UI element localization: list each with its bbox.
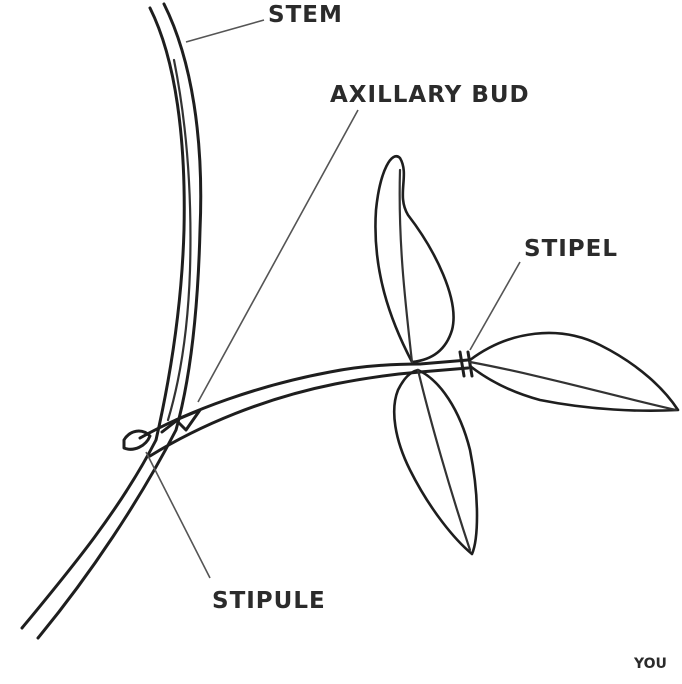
axillary-bud-leader-line: [198, 110, 358, 402]
leaflet-upper: [375, 156, 453, 362]
leaflet-lower: [394, 370, 477, 554]
corner-label: YOU: [633, 656, 667, 672]
stipule-label: STIPULE: [212, 588, 326, 614]
stem-label: STEM: [268, 2, 343, 28]
stem: [22, 4, 201, 638]
stem-leader-line: [186, 20, 264, 42]
stipule-leader-line: [146, 452, 210, 578]
axillary-bud-label: AXILLARY BUD: [330, 82, 530, 108]
leaflet-right: [470, 333, 678, 411]
stipule: [124, 431, 150, 449]
stipel-leader-line: [470, 262, 520, 350]
stipel-label: STIPEL: [524, 236, 618, 262]
